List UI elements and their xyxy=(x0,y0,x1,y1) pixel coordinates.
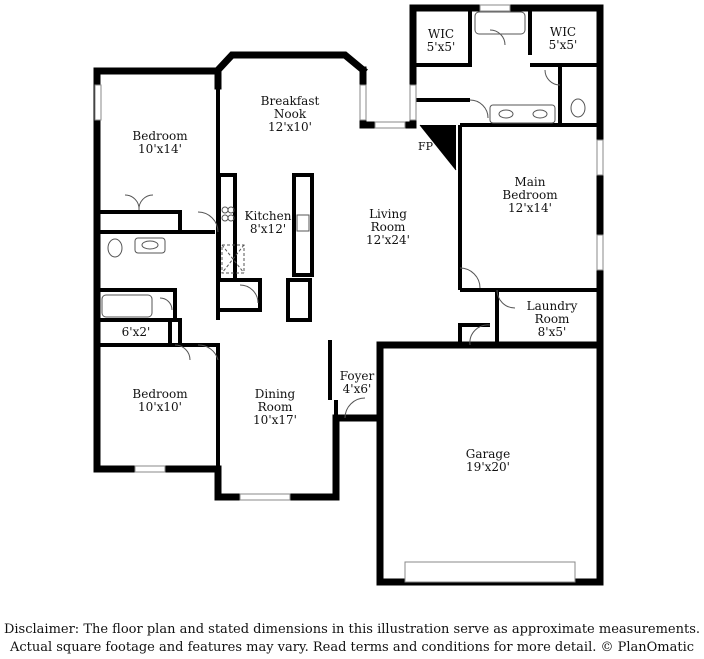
kitchen-name: Kitchen xyxy=(245,209,292,223)
garage-name: Garage xyxy=(466,447,510,461)
windows xyxy=(94,4,604,583)
laundry-name-1: Laundry xyxy=(527,299,578,313)
wic-right-name: WIC xyxy=(550,25,576,39)
bedroom-bottom-dim: 10'x10' xyxy=(138,400,182,414)
kitchen-dim: 8'x12' xyxy=(250,222,286,236)
fireplace-label: FP xyxy=(418,140,434,153)
bedroom-bottom-name: Bedroom xyxy=(132,387,188,401)
dining-name-2: Room xyxy=(258,400,293,414)
dining-dim: 10'x17' xyxy=(253,413,297,427)
laundry-dim: 8'x5' xyxy=(538,325,567,339)
wic-left-dim: 5'x5' xyxy=(427,40,456,54)
interior-walls xyxy=(97,8,600,469)
fireplace: FP xyxy=(418,124,457,171)
main-bedroom-dim: 12'x14' xyxy=(508,201,552,215)
garage-dim: 19'x20' xyxy=(466,460,510,474)
wic-left-name: WIC xyxy=(428,27,454,41)
foyer-dim: 4'x6' xyxy=(343,382,372,396)
disclaimer-line-1: Disclaimer: The floor plan and stated di… xyxy=(3,622,701,637)
main-bedroom-name-1: Main xyxy=(514,175,545,189)
breakfast-dim: 12'x10' xyxy=(268,120,312,134)
bedroom-top-dim: 10'x14' xyxy=(138,142,182,156)
laundry-name-2: Room xyxy=(535,312,570,326)
exterior-walls xyxy=(93,4,604,586)
living-dim: 12'x24' xyxy=(366,233,410,247)
breakfast-name-1: Breakfast xyxy=(261,94,320,108)
disclaimer-line-2: Actual square footage and features may v… xyxy=(9,640,695,655)
bedroom-top-name: Bedroom xyxy=(132,129,188,143)
main-bedroom-name-2: Bedroom xyxy=(502,188,558,202)
closet-dim: 6'x2' xyxy=(122,325,151,339)
fixtures xyxy=(101,11,586,318)
foyer-name: Foyer xyxy=(340,369,375,383)
living-name-1: Living xyxy=(369,207,407,221)
wic-right-dim: 5'x5' xyxy=(549,38,578,52)
breakfast-name-2: Nook xyxy=(274,107,307,121)
living-name-2: Room xyxy=(371,220,406,234)
dining-name-1: Dining xyxy=(255,387,296,401)
doors xyxy=(124,29,561,419)
